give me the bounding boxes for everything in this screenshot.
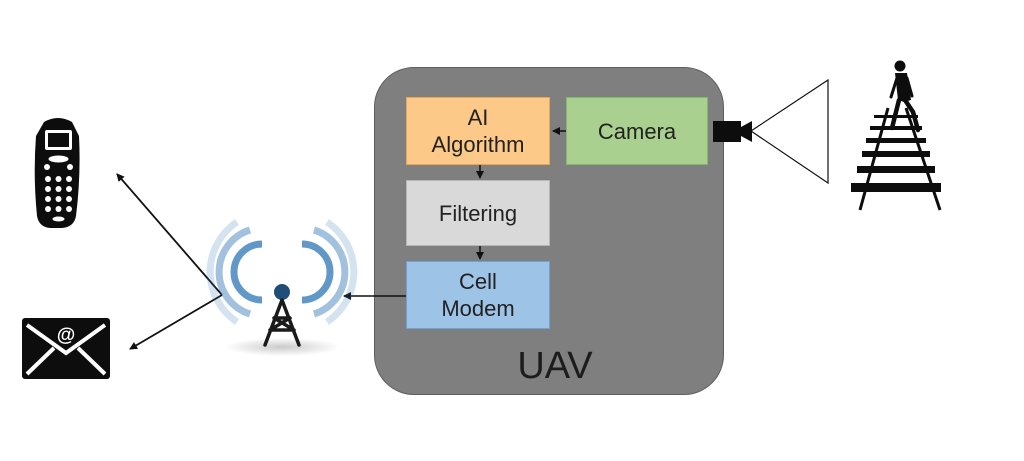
ai-algorithm-label: AI Algorithm <box>431 105 525 157</box>
filtering-label: Filtering <box>438 200 518 226</box>
camera-block: Camera <box>566 97 708 165</box>
cell-modem-label: Cell Modem <box>441 269 515 321</box>
cell-phone-icon <box>34 118 80 228</box>
arrow-to-phone <box>116 173 223 296</box>
cell-modem-block: Cell Modem <box>406 261 550 329</box>
video-camera-icon <box>713 121 752 142</box>
svg-text:@: @ <box>57 325 76 346</box>
camera-label: Camera <box>597 118 677 144</box>
ai-algorithm-block: AI Algorithm <box>406 97 550 165</box>
camera-field-of-view <box>749 78 829 185</box>
arrow-to-email <box>129 294 223 350</box>
cell-tower-icon <box>206 219 358 356</box>
person-on-tracks-icon <box>851 60 942 211</box>
email-icon: @ <box>22 318 110 379</box>
uav-label: UAV <box>517 345 593 387</box>
filtering-block: Filtering <box>406 180 550 246</box>
